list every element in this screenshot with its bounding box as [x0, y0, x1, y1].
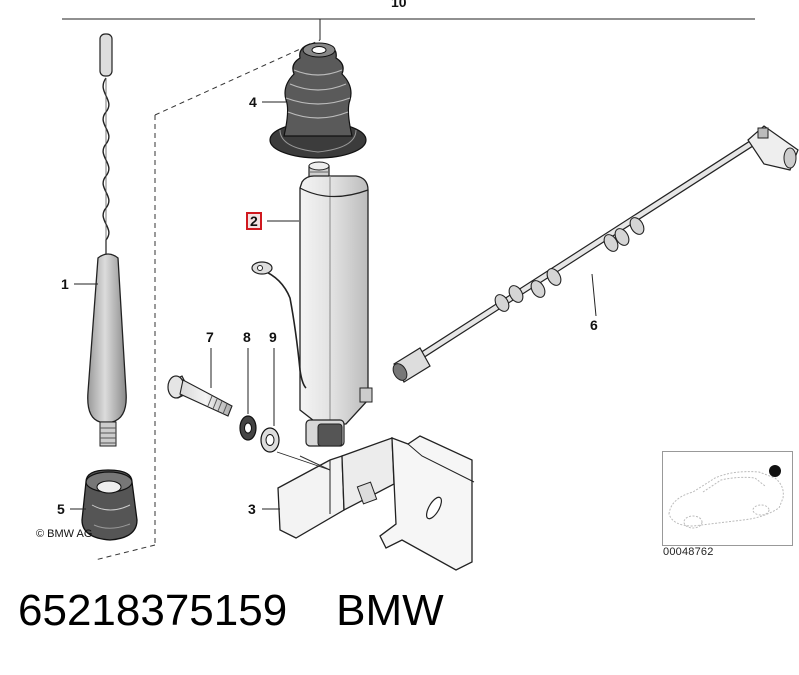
callout-1: 1 [61, 276, 69, 292]
lock-washer [239, 415, 257, 441]
callout-3: 3 [248, 501, 256, 517]
part-caption: 65218375159 BMW [18, 586, 444, 636]
leader-6 [591, 273, 597, 317]
bolt-guide-line [276, 451, 331, 471]
rubber-seal [81, 469, 138, 541]
callout-9: 9 [269, 329, 277, 345]
diagram-reference-number: 00048762 [663, 546, 714, 558]
callout-7: 7 [206, 329, 214, 345]
callout-2-highlighted[interactable]: 2 [246, 212, 262, 230]
callout-4: 4 [249, 94, 257, 110]
rod-antenna [87, 33, 127, 447]
brand-name: BMW [336, 586, 444, 635]
bolt [167, 375, 233, 417]
bellows-cover [269, 42, 367, 159]
callout-6: 6 [590, 317, 598, 333]
mounting-bracket [277, 435, 475, 571]
callout-8: 8 [243, 329, 251, 345]
assembly-bracket [62, 18, 755, 40]
copyright-notice: © BMW AG [36, 528, 93, 540]
callout-5: 5 [57, 501, 65, 517]
car-rear-marker-icon [668, 465, 784, 529]
part-number: 65218375159 [18, 586, 288, 635]
antenna-housing [251, 161, 373, 447]
flat-washer [260, 427, 280, 453]
antenna-cable [392, 125, 799, 383]
callout-10: 10 [391, 0, 407, 10]
dashed-boundary [94, 39, 321, 561]
vehicle-thumbnail[interactable] [662, 451, 793, 546]
